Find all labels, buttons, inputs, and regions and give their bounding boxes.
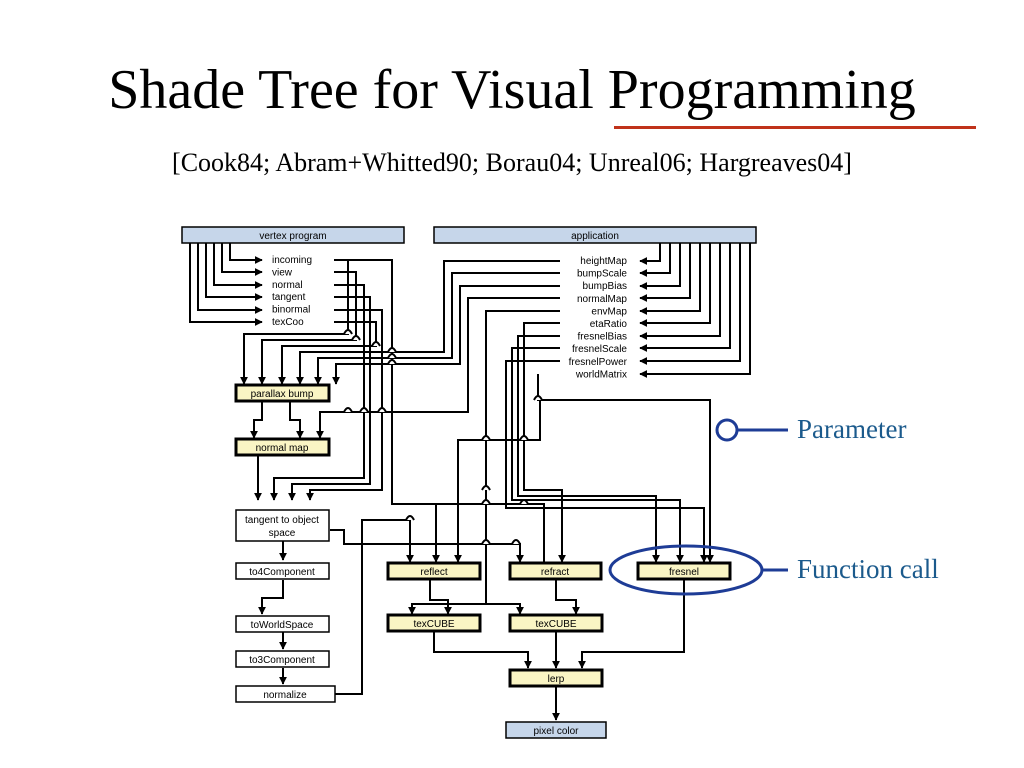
function-call-callout-marker <box>608 544 788 596</box>
svg-text:space: space <box>269 528 296 539</box>
svg-text:tangent to object: tangent to object <box>245 515 319 526</box>
svg-text:to3Component: to3Component <box>249 655 315 666</box>
app-param-worldmatrix: worldMatrix <box>575 369 627 380</box>
node-refract: refract <box>508 561 603 581</box>
app-param-fresnelscale: fresnelScale <box>572 344 627 355</box>
node-tangent-to-object-space: tangent to object space <box>235 509 330 542</box>
vertex-input-tangent: tangent <box>272 292 306 303</box>
node-texcube-2: texCUBE <box>508 613 604 633</box>
application-header: application <box>433 226 757 244</box>
svg-text:parallax bump: parallax bump <box>251 389 314 400</box>
svg-text:lerp: lerp <box>548 674 565 685</box>
node-texcube-1: texCUBE <box>386 613 482 633</box>
node-toworldspace: toWorldSpace <box>235 615 330 633</box>
parameter-callout-label: Parameter <box>797 414 907 444</box>
svg-text:normalize: normalize <box>263 690 307 701</box>
node-fresnel: fresnel <box>636 561 732 581</box>
svg-text:to4Component: to4Component <box>249 567 315 578</box>
vertex-input-incoming: incoming <box>272 255 312 266</box>
svg-text:pixel color: pixel color <box>533 726 579 737</box>
title-underline <box>614 126 976 129</box>
vertex-input-binormal: binormal <box>272 305 310 316</box>
app-param-fresnelbias: fresnelBias <box>578 332 627 343</box>
svg-text:normal map: normal map <box>256 443 309 454</box>
svg-text:toWorldSpace: toWorldSpace <box>251 620 314 631</box>
node-to3component: to3Component <box>235 650 330 668</box>
node-parallax-bump: parallax bump <box>234 383 331 403</box>
slide-subtitle: [Cook84; Abram+Whitted90; Borau04; Unrea… <box>172 148 852 177</box>
application-label: application <box>571 231 619 242</box>
svg-text:texCUBE: texCUBE <box>413 619 454 630</box>
node-lerp: lerp <box>508 668 604 688</box>
svg-text:reflect: reflect <box>420 567 447 578</box>
node-to4component: to4Component <box>235 562 330 580</box>
app-param-bumpscale: bumpScale <box>577 269 627 280</box>
svg-text:fresnel: fresnel <box>669 567 699 578</box>
vertex-program-label: vertex program <box>259 231 326 242</box>
parameter-callout-marker <box>715 418 788 442</box>
wire-crossings <box>343 329 543 545</box>
node-pixel-color: pixel color <box>505 721 607 739</box>
svg-text:refract: refract <box>541 567 570 578</box>
app-param-etaratio: etaRatio <box>590 319 628 330</box>
app-param-heightmap: heightMap <box>580 256 627 267</box>
node-normalize: normalize <box>235 685 336 703</box>
app-param-fresnelpower: fresnelPower <box>569 357 628 368</box>
function-call-callout-label: Function call <box>797 554 939 584</box>
svg-text:texCUBE: texCUBE <box>535 619 576 630</box>
app-param-normalmap: normalMap <box>577 294 627 305</box>
slide-title: Shade Tree for Visual Programming <box>108 59 916 121</box>
vertex-input-texcoo: texCoo <box>272 317 304 328</box>
app-param-envmap: envMap <box>591 306 627 317</box>
vertex-input-normal: normal <box>272 280 303 291</box>
app-param-bumpbias: bumpBias <box>583 281 627 292</box>
node-reflect: reflect <box>386 561 482 581</box>
node-normal-map: normal map <box>234 437 331 457</box>
vertex-program-header: vertex program <box>181 226 405 244</box>
vertex-input-view: view <box>272 267 293 278</box>
